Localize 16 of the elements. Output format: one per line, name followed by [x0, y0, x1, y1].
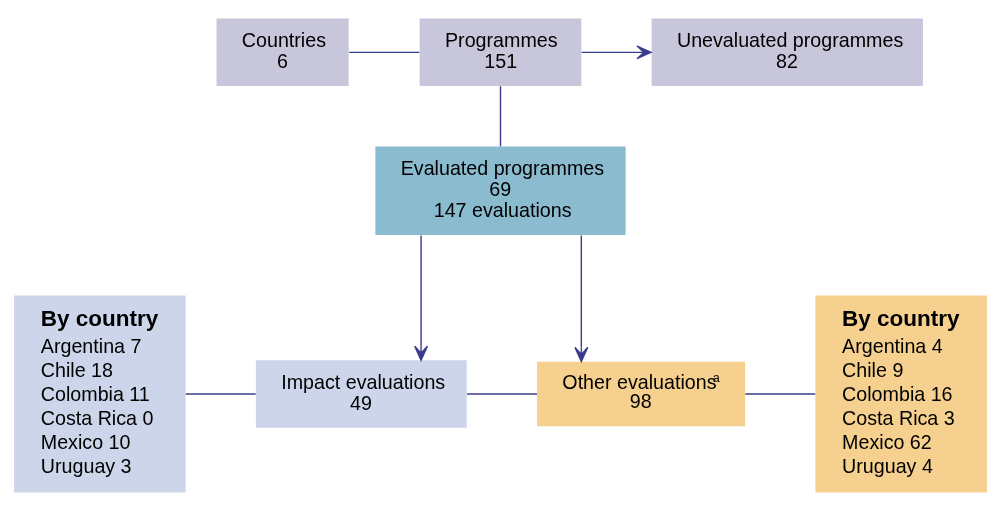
connector — [348, 51, 421, 54]
node-box: Unevaluated programmes 82 — [651, 18, 923, 87]
node-box: Countries 6 — [216, 18, 349, 87]
connector — [466, 393, 538, 395]
node-box: Other evaluations$^{a}$ 98 — [537, 361, 746, 427]
arrow — [580, 45, 652, 60]
node-box: By country Argentina 7 Chile 18 Colombia 11 Costa Rica 0 Mexico 10 Uruguay 3 — [14, 295, 186, 493]
node-box: Programmes 151 — [419, 18, 582, 87]
node-box: By country Argentina 4 Chile 9 Colombia 16 Costa Rica 3 Mexico 62 Uruguay 4 — [815, 295, 987, 493]
arrow — [574, 234, 589, 363]
arrow — [414, 234, 429, 361]
node-box: Evaluated programmes 69 147 evaluations — [375, 146, 626, 236]
connector — [744, 393, 816, 395]
connector — [499, 85, 502, 148]
connector — [185, 393, 257, 395]
node-box: Impact evaluations 49 — [255, 360, 467, 428]
